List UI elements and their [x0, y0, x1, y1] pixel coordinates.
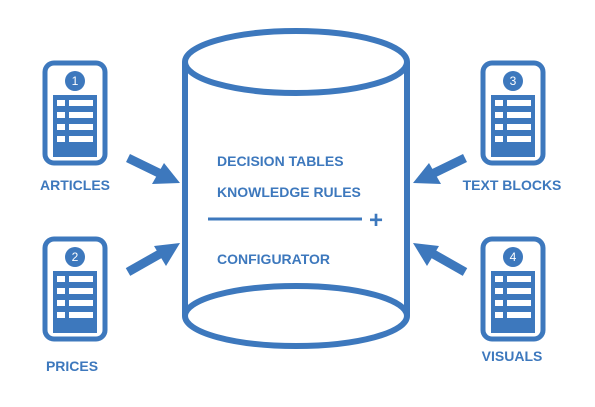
doc-text-blocks-icon: 3 [483, 63, 543, 163]
plus-icon: + [369, 207, 383, 234]
db-line-configurator: CONFIGURATOR [217, 251, 330, 267]
db-line-decision-tables: DECISION TABLES [217, 153, 344, 169]
arrow-icon-prices [125, 243, 180, 276]
doc-visuals-icon: 4 [483, 239, 543, 339]
label-prices: PRICES [46, 358, 98, 374]
doc-number: 2 [72, 250, 79, 264]
arrow-icon-articles [126, 153, 180, 184]
label-visuals: VISUALS [482, 348, 543, 364]
label-text-blocks: TEXT BLOCKS [463, 177, 562, 193]
doc-articles-icon: 1 [45, 63, 105, 163]
doc-prices-icon: 2 [45, 239, 105, 339]
doc-number: 4 [510, 250, 517, 264]
arrow-icon-text-blocks [413, 153, 467, 184]
database-cylinder-icon [182, 28, 410, 349]
label-articles: ARTICLES [40, 177, 110, 193]
doc-number: 3 [510, 74, 517, 88]
db-line-knowledge-rules: KNOWLEDGE RULES [217, 184, 361, 200]
doc-number: 1 [72, 74, 79, 88]
arrow-icon-visuals [413, 243, 468, 276]
